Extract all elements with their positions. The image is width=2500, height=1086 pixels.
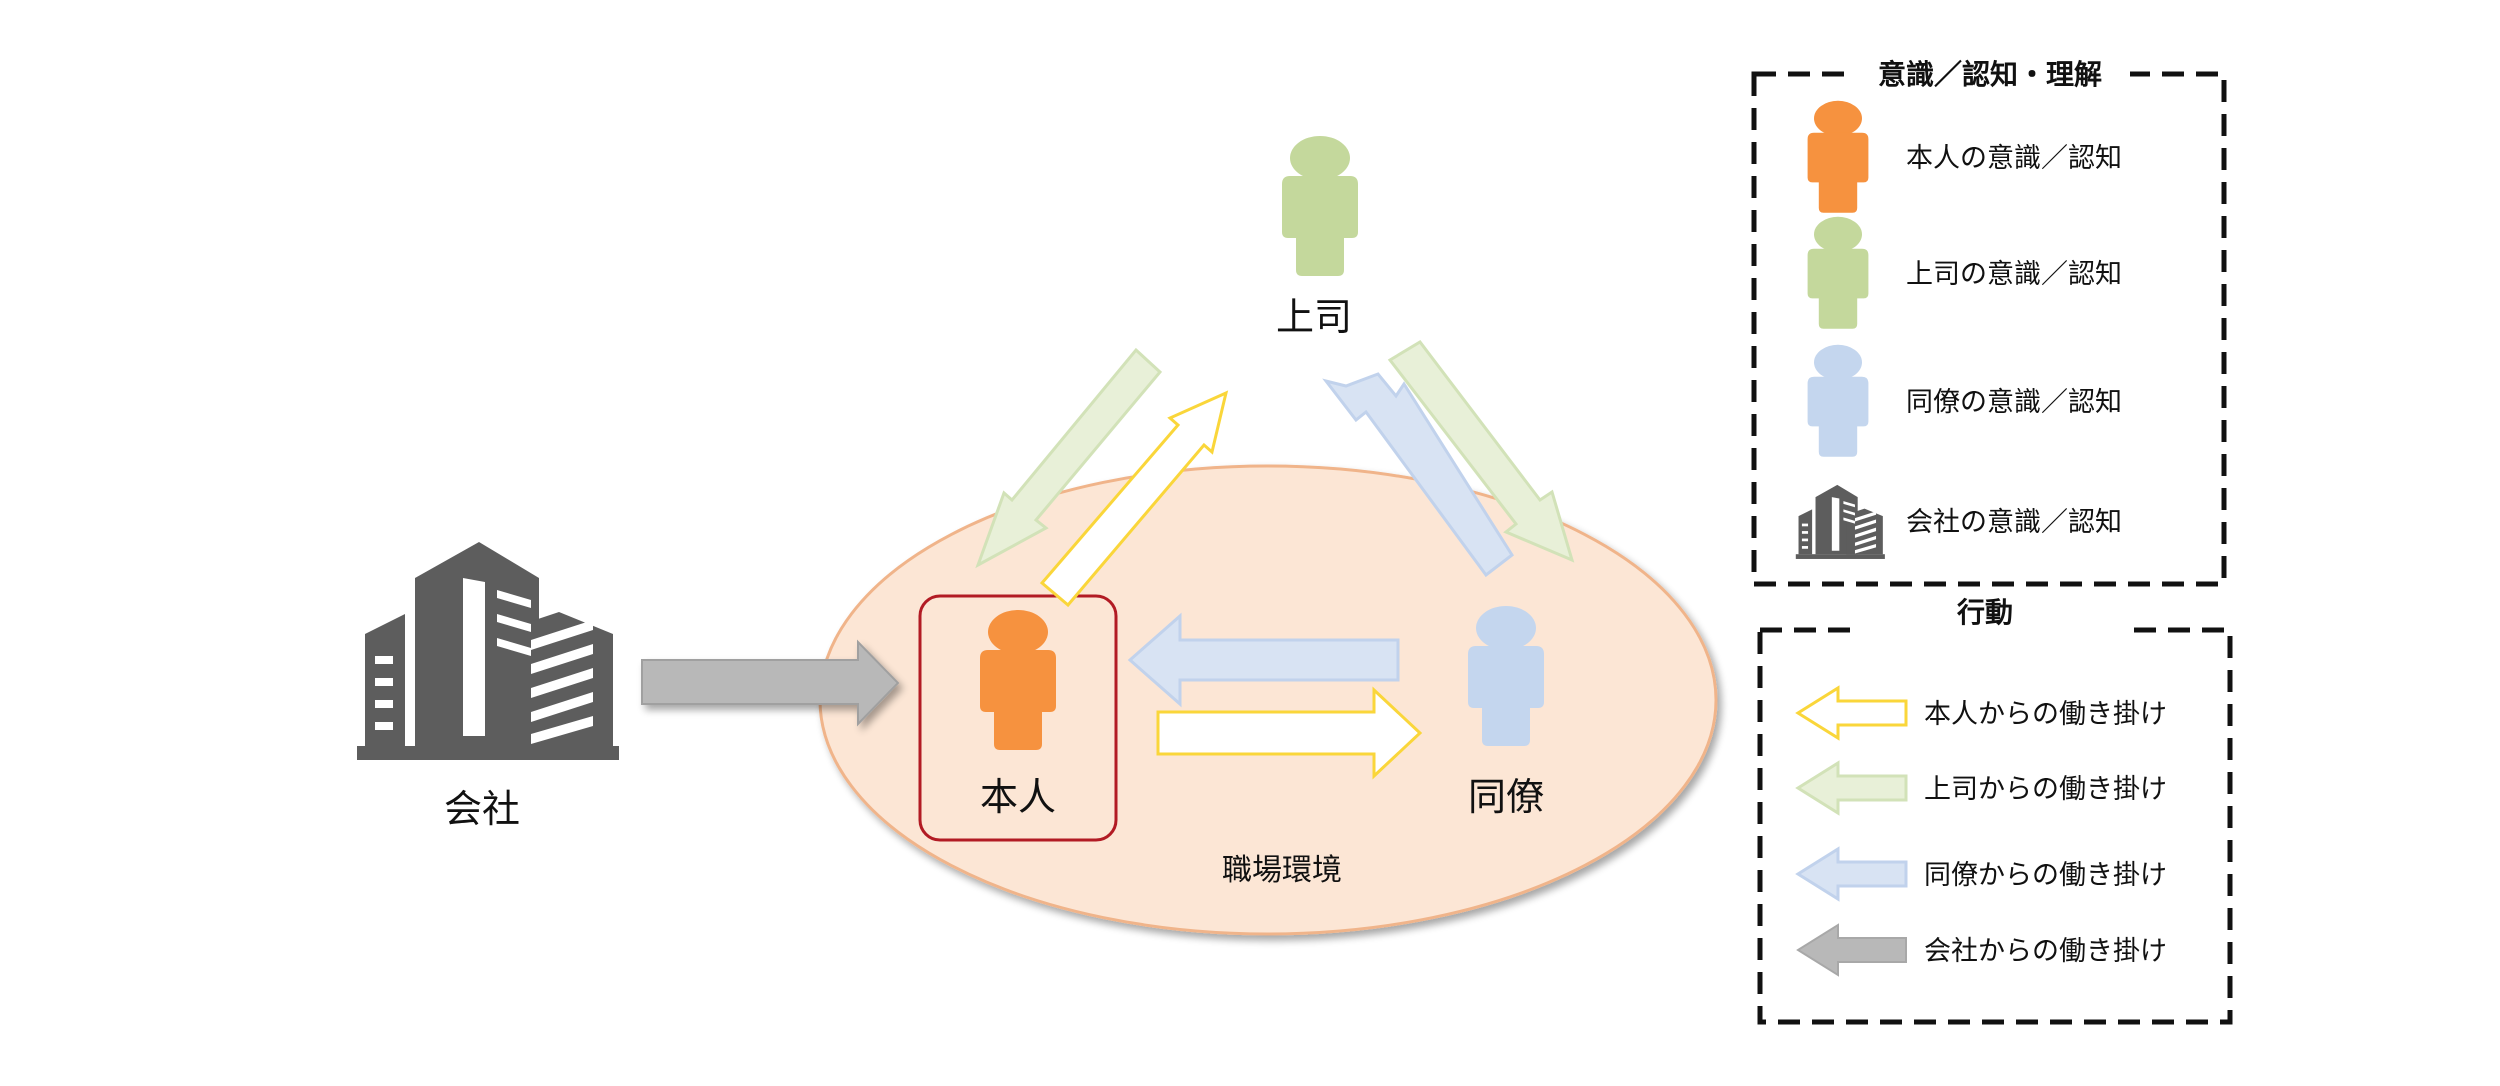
legend-action-frame [1757, 627, 2233, 1025]
boss-label: 上司 [1276, 295, 1352, 339]
company-label: 会社 [444, 787, 520, 831]
legend-action-item-label: 上司からの働き掛け [1924, 774, 2167, 805]
legend-action-item-label: 会社からの働き掛け [1924, 936, 2167, 967]
legend-awareness-frame [1751, 71, 2227, 587]
legend-action: 行動 本人からの働き掛け 上司からの働き掛け 同僚からの働き掛け 会社からの働き… [1757, 596, 2233, 1025]
legend-building-icon [1795, 484, 1885, 559]
legend-action-item-label: 同僚からの働き掛け [1924, 860, 2167, 891]
legend-green-arrow-icon [1795, 760, 1908, 816]
legend-gray-arrow-icon [1796, 923, 1907, 977]
legend-awareness-item-label: 会社の意識／認知 [1906, 507, 2122, 538]
legend-yellow-arrow-icon [1795, 685, 1908, 741]
self-to-boss-arrow [1039, 390, 1229, 608]
self-label: 本人 [980, 775, 1056, 819]
legend-action-item-label: 本人からの働き掛け [1924, 699, 2167, 730]
company-building-icon [357, 542, 619, 760]
self-highlight-box [918, 594, 1118, 842]
legend-blue-arrow-icon [1795, 846, 1908, 902]
workplace-label: 職場環境 [1222, 853, 1342, 888]
colleague-label: 同僚 [1468, 775, 1544, 819]
boss-to-colleague-arrow [1387, 340, 1575, 563]
legend-awareness-item-label: 上司の意識／認知 [1906, 259, 2122, 290]
colleague-to-self-arrow [1127, 612, 1400, 708]
legend-awareness-item-label: 本人の意識／認知 [1906, 143, 2122, 174]
legend-self-icon [1807, 100, 1869, 213]
legend-awareness-item-label: 同僚の意識／認知 [1906, 387, 2122, 418]
legend-awareness-title: 意識／認知・理解 [1878, 58, 2102, 91]
boss-to-self-arrow [975, 347, 1163, 569]
self-to-colleague-arrow [1156, 686, 1423, 780]
boss-person-icon [1282, 136, 1358, 276]
legend-action-title: 行動 [1956, 596, 2013, 629]
legend-boss-icon [1807, 216, 1869, 329]
colleague-to-boss-arrow [1322, 372, 1514, 578]
company-to-self-arrow [641, 639, 900, 727]
legend-colleague-icon [1807, 344, 1869, 457]
legend-awareness: 意識／認知・理解 本人の意識／認知 上司の意識／認知 同僚の意識／認知 会社の意… [1751, 56, 2227, 587]
